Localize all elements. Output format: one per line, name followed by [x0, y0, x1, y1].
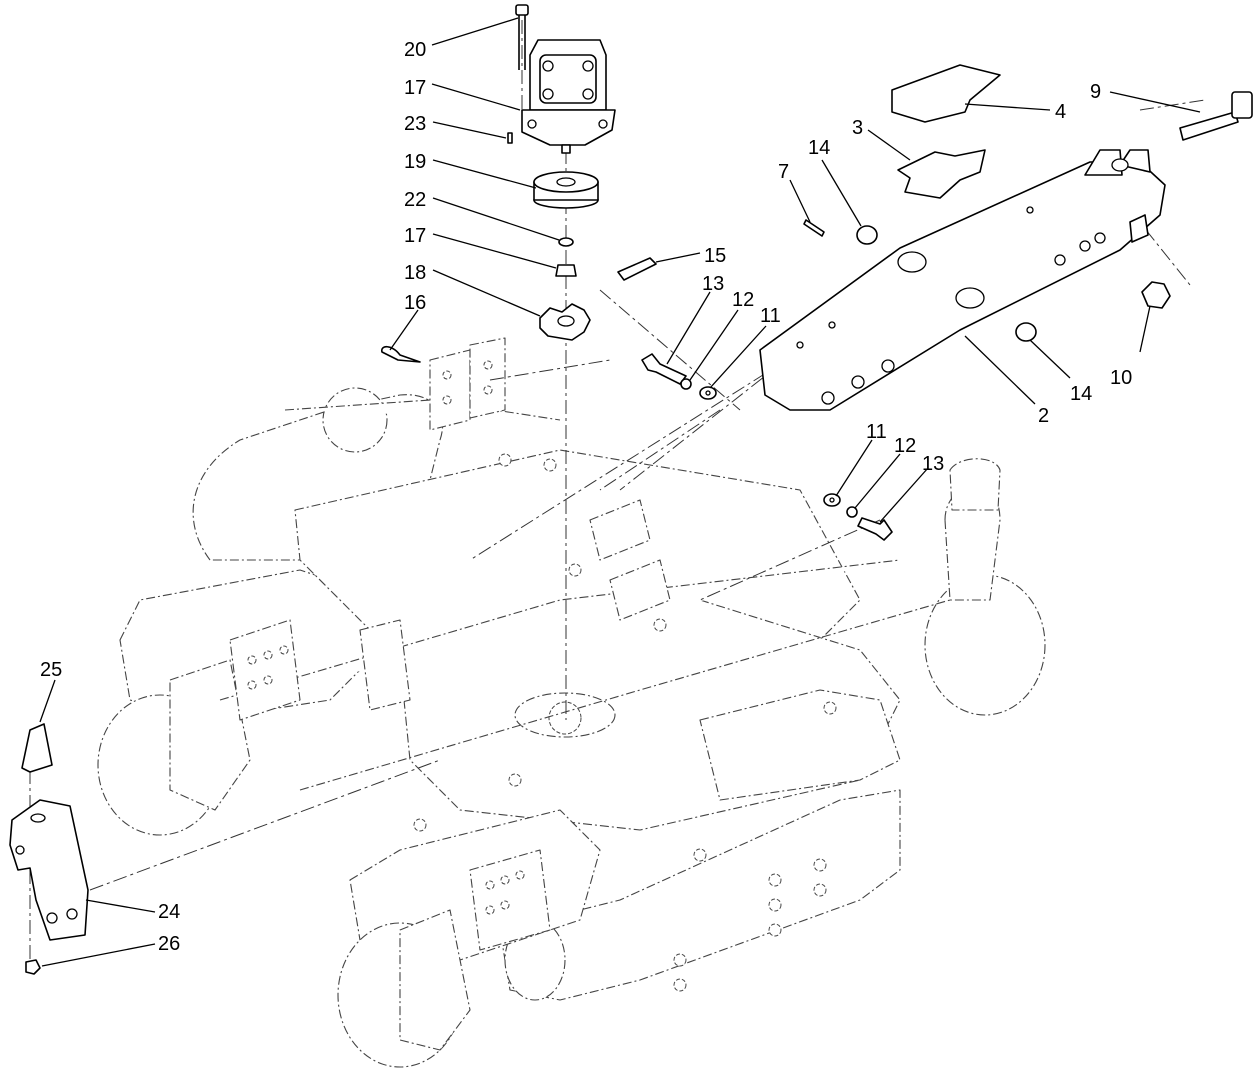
hardware-set-upper: [641, 353, 717, 400]
callout-label: 20: [404, 39, 426, 61]
mount-arm-2: [759, 149, 1166, 411]
nut-26: [25, 959, 41, 975]
pad-3: [897, 149, 986, 199]
callout-label: 10: [1110, 367, 1132, 389]
callout-label: 12: [894, 435, 916, 457]
callout-label: 11: [760, 305, 781, 327]
callout-label: 17: [404, 225, 426, 247]
callout-label: 18: [404, 262, 426, 284]
callout-label: 24: [158, 901, 180, 923]
callout-labels: 20 17 23 19 22 17 18 16 15 13 12 11 7 14…: [40, 39, 1132, 955]
callout-label: 26: [158, 933, 180, 955]
callout-label: 7: [778, 161, 789, 183]
bumper-25: [21, 723, 53, 773]
callout-label: 14: [1070, 383, 1092, 405]
pin-15: [617, 257, 657, 281]
pad-4: [891, 64, 1001, 123]
bolt-9: [1179, 91, 1253, 141]
callout-label: 14: [808, 137, 830, 159]
callout-label: 4: [1055, 101, 1066, 123]
callout-label: 23: [404, 113, 426, 135]
pin-7: [803, 219, 825, 237]
retaining-ring-14-upper: [856, 225, 878, 245]
cotter-pin-16: [381, 345, 421, 363]
callout-label: 9: [1090, 81, 1101, 103]
callout-label: 3: [852, 117, 863, 139]
bracket-24: [9, 799, 89, 941]
callout-label: 2: [1038, 405, 1049, 427]
leader-lines: [39, 17, 1201, 967]
callout-label: 13: [922, 453, 944, 475]
retaining-ring-14-lower: [1015, 322, 1037, 342]
callout-label: 15: [704, 245, 726, 267]
callout-label: 22: [404, 189, 426, 211]
spider-coupling-18: [539, 303, 591, 341]
callout-label: 16: [404, 292, 426, 314]
hydraulic-motor-assembly: [381, 4, 657, 363]
washer-22: [558, 237, 574, 247]
callout-label: 19: [404, 151, 426, 173]
callout-label: 11: [866, 421, 887, 443]
bolt-20: [515, 4, 529, 70]
hardware-set-lower: [823, 493, 893, 541]
callout-label: 12: [732, 289, 754, 311]
nut-17: [555, 264, 577, 277]
callout-label: 13: [702, 273, 724, 295]
ghosted-mower-deck: [97, 337, 1046, 1068]
hydraulic-motor: [521, 39, 616, 154]
callout-label: 25: [40, 659, 62, 681]
coupler-19: [533, 171, 599, 209]
key-23: [507, 132, 513, 144]
callout-label: 17: [404, 77, 426, 99]
nut-10: [1141, 281, 1171, 309]
